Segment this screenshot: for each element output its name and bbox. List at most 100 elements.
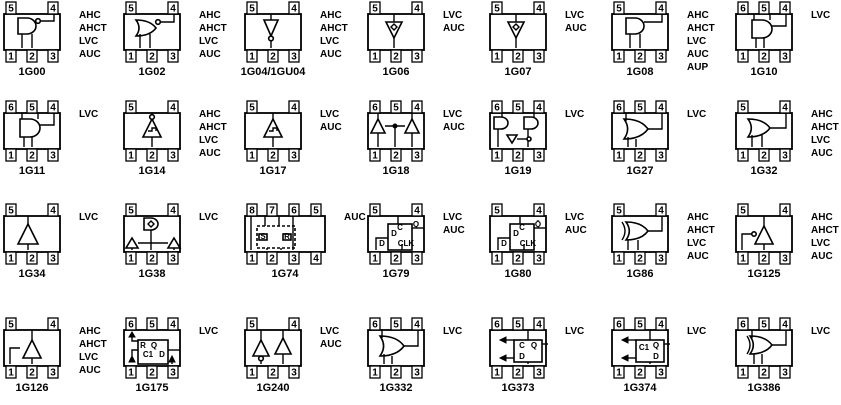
pin-number: 5 [372,4,378,15]
logic-family-label: AUC [687,251,709,262]
pin-number: 5 [313,206,319,217]
pin-number: 3 [291,151,297,162]
bottom-pin [634,148,646,162]
bottom-pin [5,251,17,265]
bottom-pin [47,49,59,63]
pin-number: 3 [658,151,664,162]
top-pin [613,317,625,331]
bottom-pin [512,148,524,162]
logic-family-label: AHCT [687,225,715,236]
pin-number: 3 [658,368,664,379]
pin-number: 2 [270,52,276,63]
bottom-pin [758,251,770,265]
bottom-pin [146,365,158,379]
bottom-pin [369,148,381,162]
bottom-pin [288,148,300,162]
chip-body [244,329,302,367]
top-pin [613,100,625,114]
top-pin [167,317,179,331]
bottom-pin [634,251,646,265]
logic-family-label: LVC [811,135,830,146]
bottom-pin [737,251,749,265]
logic-family-label: LVC [79,352,98,363]
pin-number: 4 [658,103,664,114]
pin-number: 1 [8,52,14,63]
top-pin [779,317,791,331]
ff-c-label: C [397,223,403,232]
bottom-pin [390,49,402,63]
bottom-pin [758,148,770,162]
bottom-pin [411,365,423,379]
pin-number: 7 [269,206,275,217]
pin-number: 1 [372,52,378,63]
logic-family-label: AHCT [199,122,227,133]
pin-number: 6 [494,320,500,331]
ff-r-label: R [140,341,146,350]
bottom-pin [613,251,625,265]
pin-number: 3 [782,151,788,162]
logic-family-label: AHC [199,109,221,120]
pin-number: 3 [536,52,542,63]
pin-number: 3 [414,151,420,162]
pin-number: 1 [740,254,746,265]
bottom-pin [491,365,503,379]
bottom-pin [491,148,503,162]
pin-number: 6 [291,206,297,217]
part-number: 1G06 [383,66,410,78]
pin-number: 3 [291,52,297,63]
bottom-pin [47,148,59,162]
pin-number: 4 [291,4,297,15]
bottom-pin [125,49,137,63]
bottom-pin [47,251,59,265]
inv-od-gate-symbol [384,14,404,48]
pin-number: 2 [637,52,643,63]
pin-number: 5 [616,206,622,217]
pin-number: 4 [313,254,319,265]
top-pin [47,100,59,114]
pin-number: 4 [50,206,56,217]
pin-number: 3 [658,52,664,63]
pin-number: 2 [29,254,35,265]
top-pin [310,203,322,217]
bottom-pin [167,49,179,63]
top-pin [411,203,423,217]
pin-number: 1 [128,368,134,379]
top-pin [491,100,503,114]
logic-family-label: AHCT [199,23,227,34]
top-pin [779,203,791,217]
pin-number: 2 [393,52,399,63]
bottom-pin [533,148,545,162]
bottom-pin [411,251,423,265]
pin-number: 1 [8,254,14,265]
top-pin [167,203,179,217]
logic-family-label: LVC [565,109,584,120]
or-gate-symbol [746,113,787,147]
top-pin [5,203,17,217]
part-number: 1G07 [505,66,532,78]
pin-number: 4 [782,206,788,217]
logic-family-label: LVC [565,212,584,223]
logic-family-label: LVC [687,238,706,249]
part-number: 1G374 [623,382,657,394]
part-number: 1G00 [19,66,46,78]
part-number: 1G38 [139,268,166,280]
logic-family-label: LVC [443,326,462,337]
logic-family-label: LVC [811,238,830,249]
pin-number: 3 [782,52,788,63]
pin-number: 2 [393,368,399,379]
pin-number: 5 [8,320,14,331]
logic-family-label: AHC [320,10,342,21]
pin-number: 2 [761,368,767,379]
pin-number: 2 [29,151,35,162]
part-number: 1G02 [139,66,166,78]
pin-number: 6 [494,103,500,114]
